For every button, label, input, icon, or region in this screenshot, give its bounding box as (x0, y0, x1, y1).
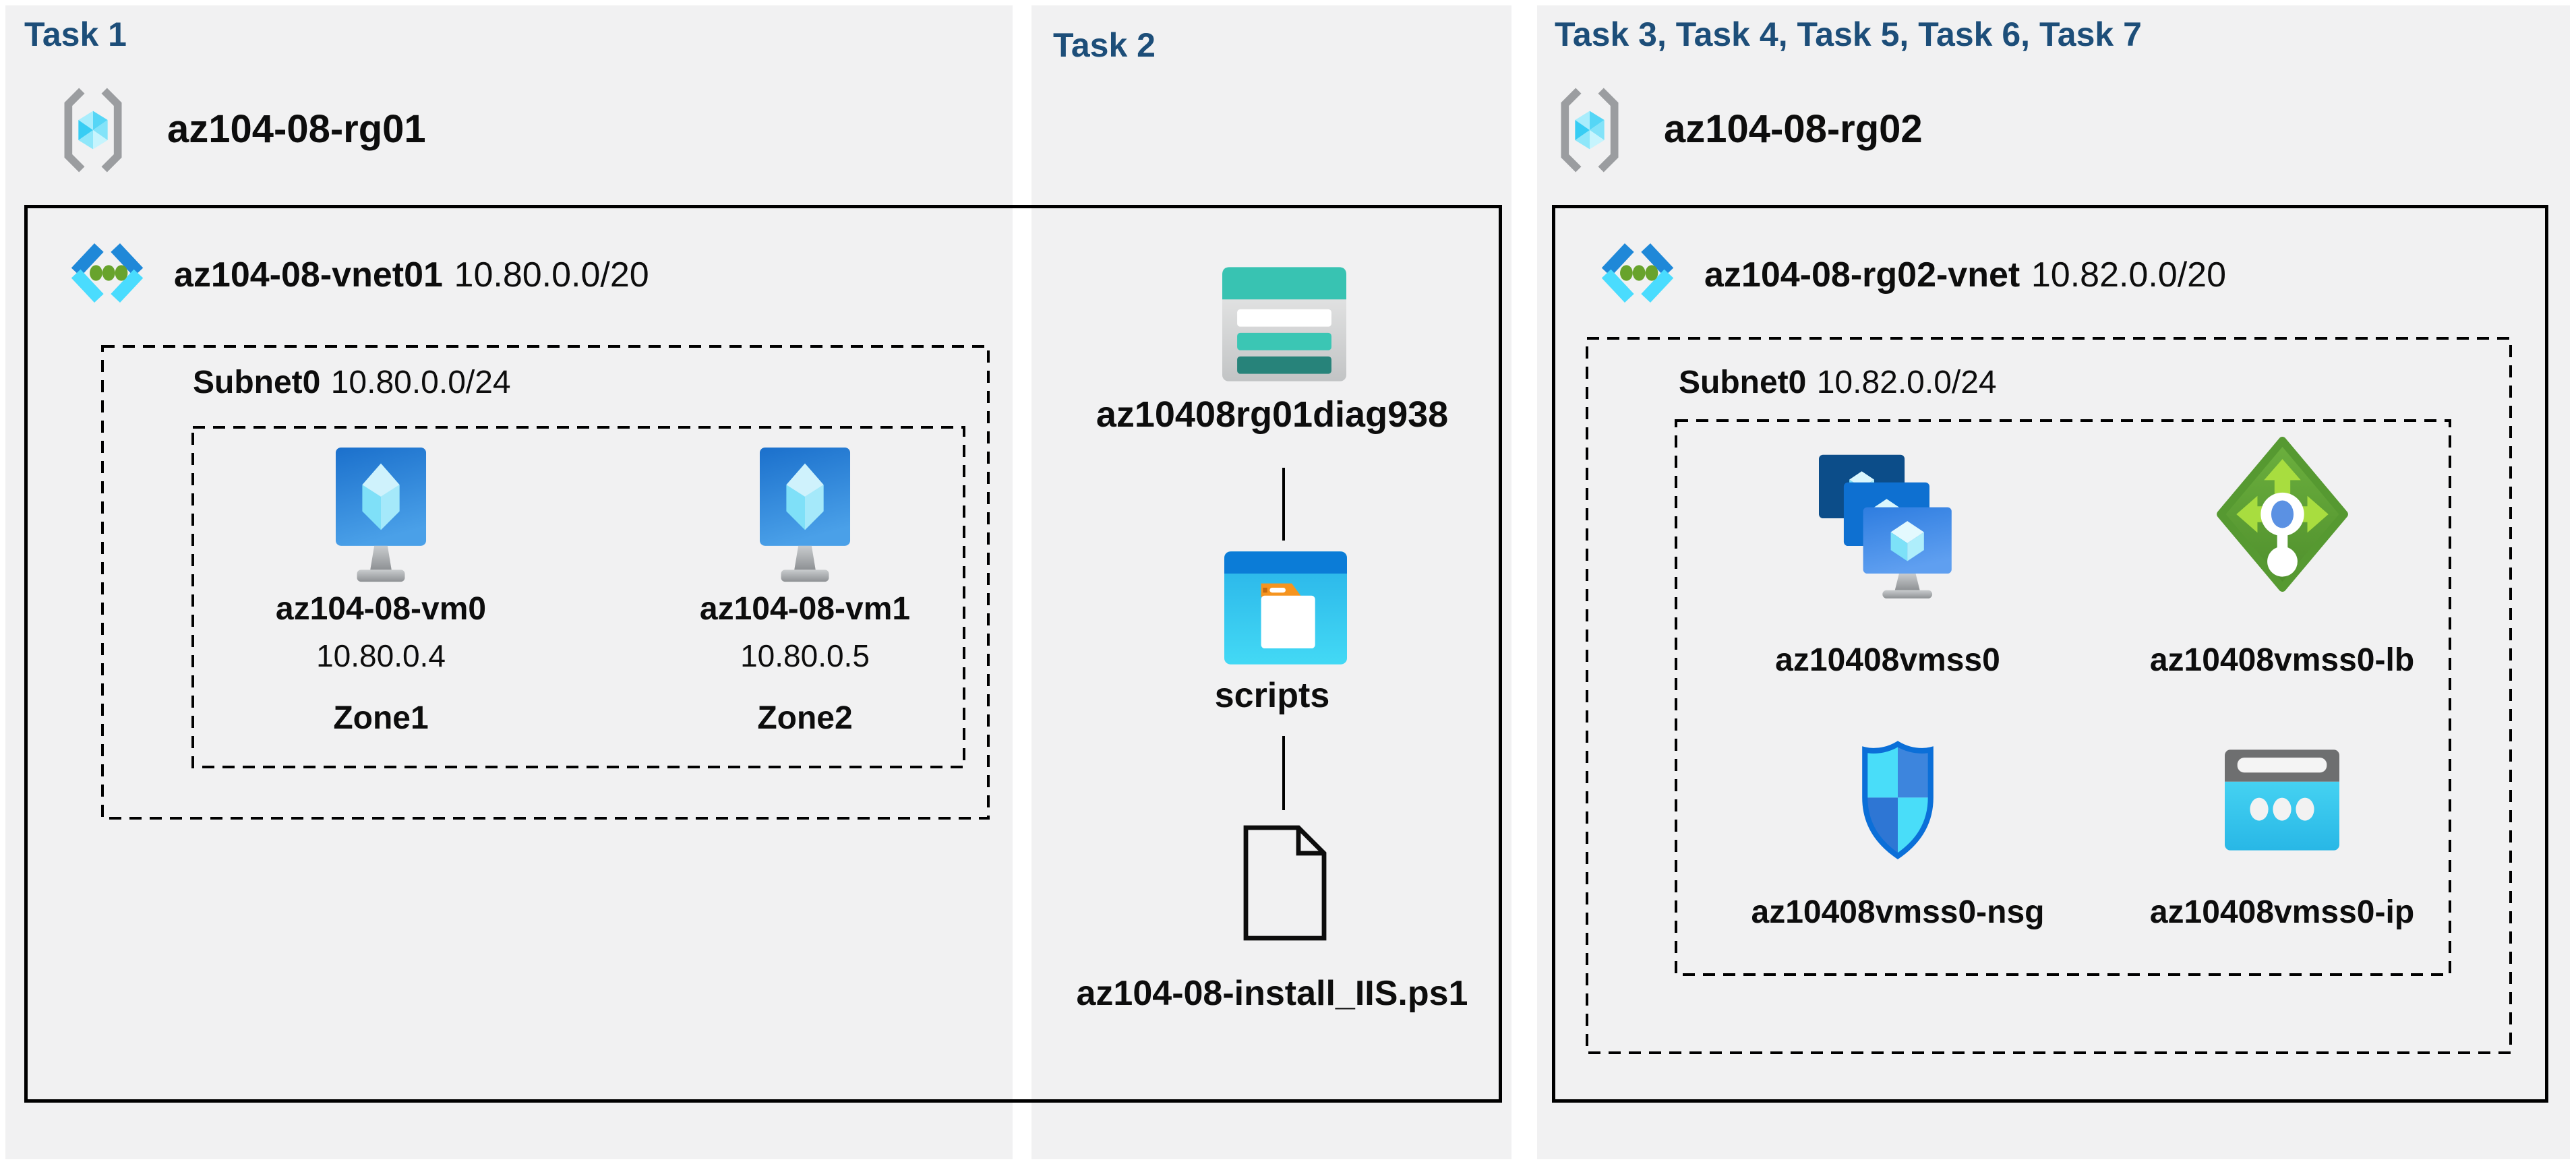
resource-group-label: az104-08-rg01 (167, 107, 426, 151)
file-icon (1243, 825, 1327, 941)
panel-task3 (1537, 5, 2570, 1159)
subnet1-name: Subnet0 (193, 365, 321, 400)
vmss-icon (1819, 454, 1952, 599)
vm-ip: 10.80.0.5 (740, 638, 870, 673)
subnet2-box (1586, 337, 2512, 1054)
public-ip-icon (2225, 749, 2339, 851)
vmss-resources-box (1675, 419, 2451, 976)
subnet2-label: Subnet0 10.82.0.0/24 (1679, 364, 1997, 401)
load-balancer-label: az10408vmss0-lb (2149, 642, 2415, 678)
vm-icon (759, 448, 851, 582)
subnet1-box (101, 345, 990, 820)
vnet1-name: az104-08-vnet01 (174, 255, 443, 295)
resource-group-icon (1561, 88, 1619, 173)
vm-icon (335, 448, 427, 582)
vm-name: az104-08-vm0 (275, 591, 487, 627)
vnet2-box (1552, 205, 2548, 1103)
panel-task1 (5, 5, 1013, 1159)
vnet1-box (24, 205, 1502, 1103)
subnet1-label: Subnet0 10.80.0.0/24 (193, 364, 511, 401)
storage-account-icon (1222, 267, 1346, 381)
resource-group-icon (64, 88, 122, 173)
scripts-container-icon (1224, 551, 1347, 665)
public-ip-label: az10408vmss0-ip (2149, 894, 2415, 930)
nsg-icon (1862, 741, 1934, 859)
subnet2-cidr: 10.82.0.0/24 (1816, 365, 1997, 400)
scripts-container-label: scripts (1214, 676, 1330, 715)
virtual-network-icon (71, 243, 144, 303)
task3-header: Task 3, Task 4, Task 5, Task 6, Task 7 (1555, 16, 2142, 53)
vmss-label: az10408vmss0 (1775, 642, 2000, 678)
nsg-label: az10408vmss0-nsg (1751, 894, 2045, 930)
subnet1-cidr: 10.80.0.0/24 (330, 365, 511, 400)
subnet2-name: Subnet0 (1679, 365, 1807, 400)
vm-ip: 10.80.0.4 (316, 638, 446, 673)
connector-line (1282, 468, 1285, 541)
vnet1-label: az104-08-vnet01 10.80.0.0/20 (174, 255, 649, 295)
vm-name: az104-08-vm1 (699, 591, 911, 627)
vm-zone-box (191, 426, 965, 768)
ps1-file-label: az104-08-install_IIS.ps1 (1076, 974, 1468, 1013)
storage-account-label: az10408rg01diag938 (1096, 394, 1449, 435)
virtual-network-icon (1601, 243, 1674, 303)
vnet1-cidr: 10.80.0.0/20 (454, 255, 649, 295)
vm-zone: Zone2 (757, 700, 853, 736)
vnet2-cidr: 10.82.0.0/20 (2031, 255, 2227, 295)
vm-zone: Zone1 (333, 700, 429, 736)
resource-group-label: az104-08-rg02 (1664, 107, 1923, 151)
vnet2-label: az104-08-rg02-vnet 10.82.0.0/20 (1704, 255, 2226, 295)
task2-header: Task 2 (1053, 26, 1156, 64)
connector-line (1282, 736, 1285, 810)
task1-header: Task 1 (24, 16, 127, 53)
load-balancer-icon (2217, 437, 2348, 592)
vnet2-name: az104-08-rg02-vnet (1704, 255, 2020, 295)
